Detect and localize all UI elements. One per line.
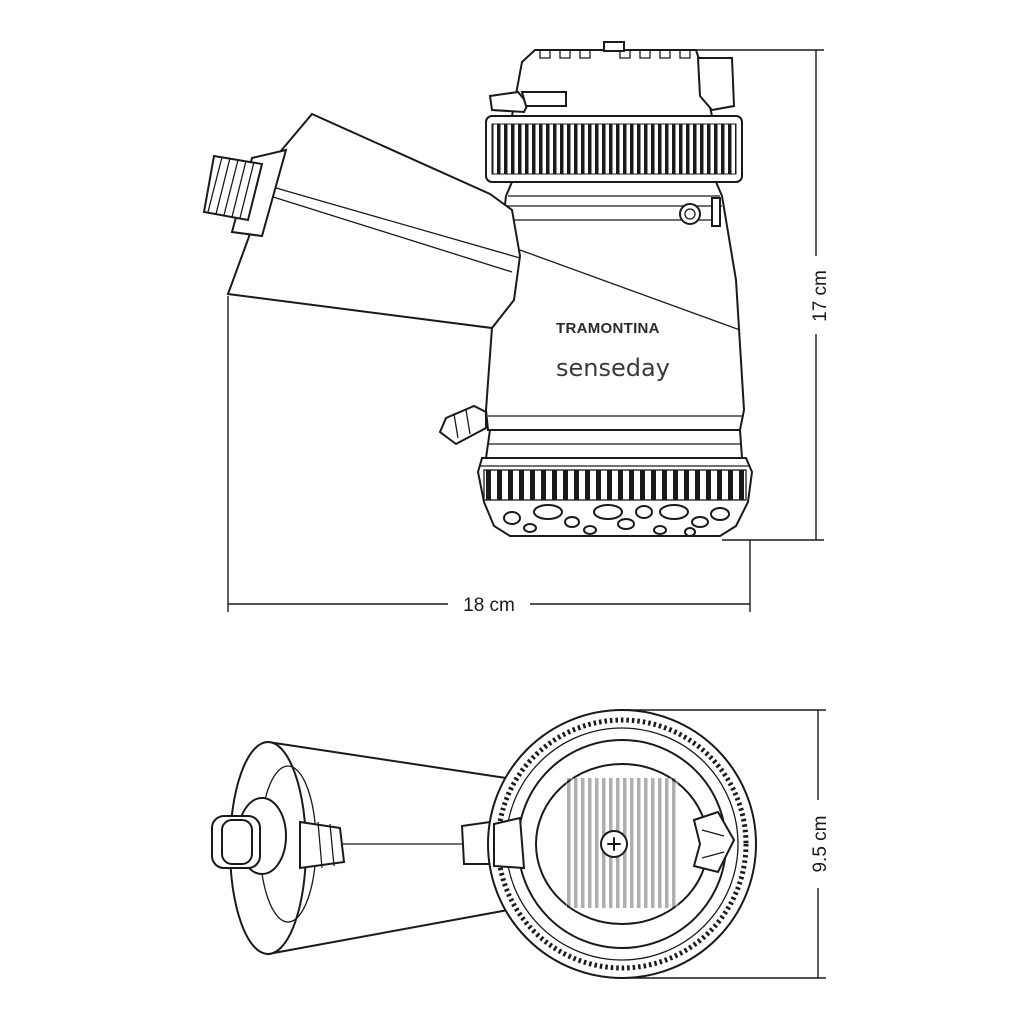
side-view: TRAMONTINA senseday xyxy=(202,41,831,616)
hose-spout xyxy=(438,404,487,446)
depth-dimension: 9.5 cm xyxy=(622,709,831,979)
top-arm xyxy=(229,740,510,956)
top-nozzle xyxy=(211,815,261,869)
model-label: senseday xyxy=(556,354,670,382)
shower-head xyxy=(476,457,754,537)
top-view: 9.5 cm xyxy=(211,709,831,979)
top-cap xyxy=(488,41,736,117)
top-round-body xyxy=(487,709,757,979)
width-dimension: 18 cm xyxy=(227,296,751,616)
lower-neck xyxy=(484,429,744,459)
depth-label: 9.5 cm xyxy=(810,815,831,872)
knurled-ring xyxy=(485,115,743,183)
height-label: 17 cm xyxy=(810,270,831,322)
heater-body: TRAMONTINA senseday xyxy=(484,181,746,431)
inlet-arm xyxy=(202,112,522,330)
width-label: 18 cm xyxy=(463,595,515,616)
height-dimension: 17 cm xyxy=(696,49,831,541)
brand-label: TRAMONTINA xyxy=(556,320,660,337)
